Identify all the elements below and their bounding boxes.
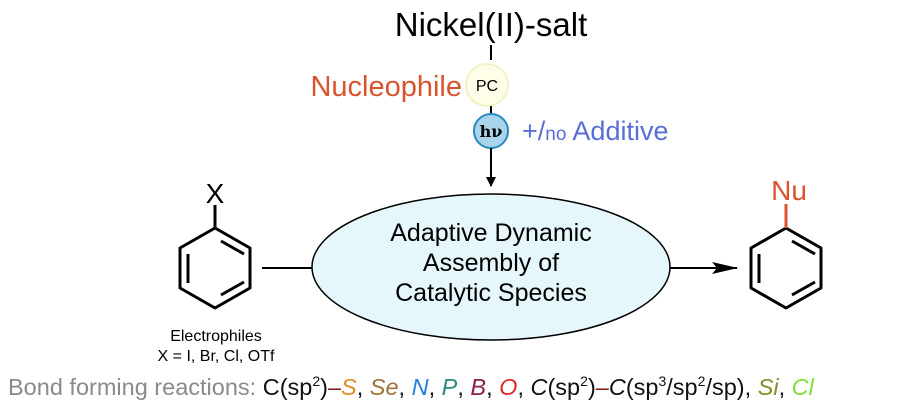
- element-se: Se: [369, 374, 399, 400]
- element-si: Si: [757, 374, 779, 400]
- paren-close: ): [587, 374, 596, 400]
- sp-mid: /sp: [666, 374, 698, 400]
- additive-no: no: [545, 124, 566, 145]
- electrophile-options: X = I, Br, Cl, OTf: [158, 348, 275, 365]
- bond-forming-label: Bond forming reactions:: [8, 374, 257, 400]
- product-substituent: Nu: [771, 175, 807, 206]
- bond-dash: –: [595, 374, 609, 400]
- element-o: O: [499, 374, 518, 400]
- element-b: B: [470, 374, 487, 400]
- carbon-1: C: [530, 374, 548, 400]
- electrophile-benzene: [178, 205, 252, 310]
- center-line-3: Catalytic Species: [395, 279, 587, 307]
- paren-close: ): [320, 374, 328, 400]
- superscript: 3: [658, 373, 667, 389]
- c-sp2-prefix: C(sp: [262, 374, 313, 400]
- bond-dash: –: [327, 374, 342, 400]
- sp-open: (sp: [547, 374, 581, 400]
- photocatalyst-circle: [465, 63, 509, 107]
- sp-open: (sp: [625, 374, 659, 400]
- element-cl: Cl: [791, 374, 814, 400]
- element-p: P: [441, 374, 458, 400]
- superscript: 2: [697, 373, 706, 389]
- electrophile-substituent: X: [206, 178, 225, 209]
- photocatalyst-label: PC: [476, 78, 498, 95]
- superscript: 2: [580, 373, 588, 389]
- nickel-salt-label: Nickel(II)-salt: [395, 6, 588, 43]
- additive-label: +/no Additive: [522, 116, 668, 146]
- additive-text: Additive: [572, 116, 668, 146]
- element-s: S: [341, 374, 357, 400]
- nucleophile-label: Nucleophile: [310, 71, 462, 103]
- carbon-2: C: [608, 374, 626, 400]
- bond-forming-reactions: Bond forming reactions: C(sp2)–S, Se, N,…: [8, 373, 814, 400]
- center-line-1: Adaptive Dynamic: [390, 219, 591, 247]
- center-line-2: Assembly of: [423, 249, 559, 277]
- light-icon: hν: [480, 122, 503, 141]
- element-n: N: [411, 374, 429, 400]
- electrophiles-label: Electrophiles: [170, 328, 262, 345]
- sp-end: /sp): [705, 374, 745, 400]
- superscript: 2: [312, 373, 321, 389]
- product-benzene: [749, 226, 823, 310]
- additive-prefix: +/: [522, 116, 546, 146]
